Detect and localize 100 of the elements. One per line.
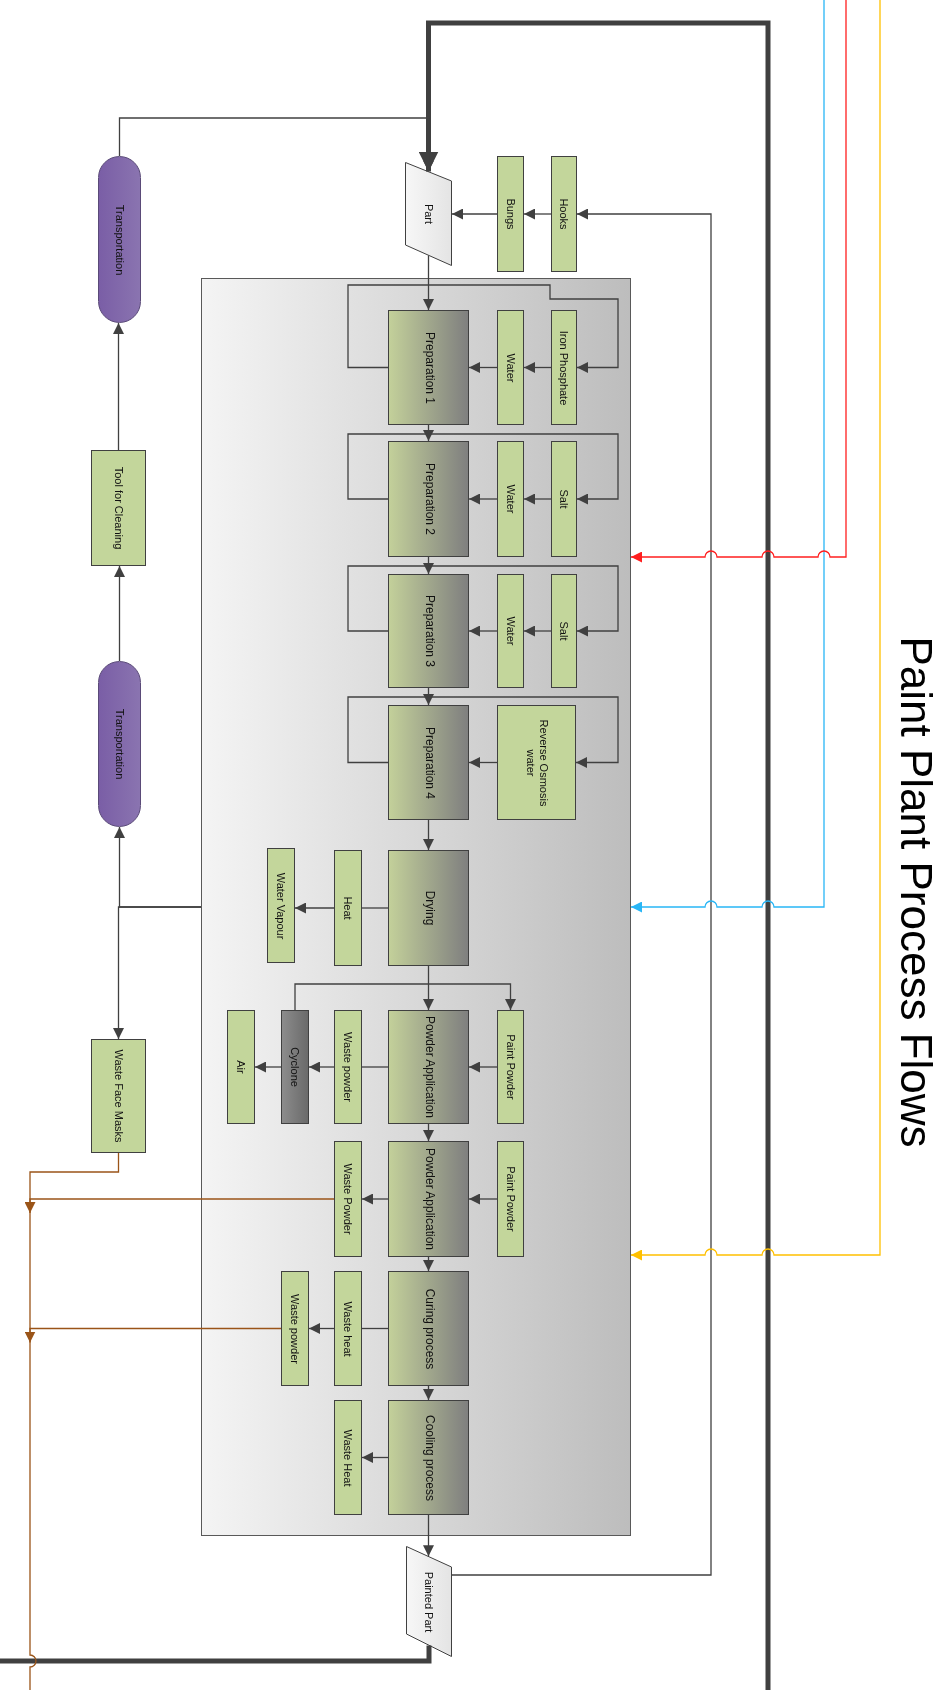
arrow — [423, 1256, 434, 1272]
connector-line — [0, 1645, 432, 1664]
node-label: Tool for Cleaning — [112, 465, 125, 552]
arrow — [294, 902, 335, 914]
arrow — [118, 117, 434, 173]
input-box — [334, 1400, 362, 1515]
node-label: Water — [504, 352, 517, 385]
node-label: Waste Heat — [341, 1427, 355, 1489]
arrow — [113, 906, 202, 1040]
arrow — [294, 983, 516, 1011]
input-box — [551, 441, 577, 557]
arrow — [630, 0, 881, 1261]
node-label: Reverse Osmosis water — [523, 718, 550, 808]
node-label: Iron Phosphate — [557, 329, 571, 407]
arrow — [523, 362, 552, 373]
input-box — [497, 574, 524, 688]
node-label: Cyclone — [288, 1046, 302, 1089]
node-label: Preparation 1 — [421, 330, 436, 406]
arrow — [523, 493, 552, 505]
node-label: Hooks — [557, 197, 571, 232]
arrow — [347, 284, 619, 373]
input-box — [497, 156, 524, 272]
process-box — [388, 1271, 469, 1386]
input-box — [91, 1039, 146, 1153]
arrow — [630, 0, 847, 563]
arrow — [468, 362, 498, 373]
arrow — [423, 424, 434, 442]
input-box — [551, 574, 577, 688]
cyclone-box — [281, 1010, 309, 1124]
node-label: Waste powder — [341, 1031, 355, 1104]
node-label: Waste heat — [341, 1299, 355, 1359]
node-label: Cooling process — [421, 1413, 436, 1503]
arrow — [523, 208, 552, 220]
node-label: Transportation — [113, 203, 126, 277]
process-box — [388, 574, 469, 688]
input-box — [227, 1010, 255, 1124]
node-label: Salt — [557, 488, 571, 511]
node-label: Waste Powder — [341, 1162, 355, 1237]
process-area-panel — [201, 278, 631, 1536]
node-label: Painted Part — [422, 1570, 436, 1635]
arrow — [418, 20, 771, 1690]
input-box — [281, 1271, 309, 1386]
input-box — [551, 310, 577, 425]
node-label: Waste Face Masks — [112, 1048, 125, 1145]
node-label: Transportation — [113, 707, 126, 782]
arrow — [308, 1323, 335, 1334]
arrow — [347, 565, 619, 637]
arrow — [451, 208, 712, 1576]
arrow — [468, 493, 498, 505]
node-label: Preparation 2 — [421, 461, 436, 537]
input-box — [334, 1141, 362, 1257]
input-box — [497, 441, 524, 557]
node-label: Waste powder — [288, 1292, 302, 1366]
node-label: Bungs — [504, 197, 517, 232]
process-box — [388, 310, 469, 425]
connector-line — [361, 1327, 389, 1330]
arrow — [423, 819, 434, 851]
arrow — [114, 565, 125, 662]
node-label: Powder Application — [421, 1146, 436, 1252]
node-label: Water Vapour — [274, 871, 288, 942]
process-box — [388, 441, 469, 557]
node-label: Water — [504, 483, 517, 516]
process-box — [388, 850, 469, 966]
node-label: Powder Application — [421, 1015, 436, 1119]
input-box — [497, 1141, 524, 1257]
node-label: Preparation 3 — [421, 593, 436, 669]
input-box — [334, 850, 362, 966]
arrow — [347, 696, 619, 768]
arrow — [254, 1061, 282, 1073]
arrow — [361, 1452, 389, 1463]
arrow — [423, 1123, 434, 1142]
process-box — [388, 1400, 469, 1515]
transport-pill — [98, 661, 141, 827]
arrow — [423, 254, 434, 311]
node-label: Preparation 4 — [421, 725, 436, 801]
input-box — [91, 450, 146, 566]
node-label: Curing process — [421, 1287, 436, 1371]
node-label: Salt — [557, 620, 571, 643]
diagram-title: Paint Plant Process Flows — [891, 636, 941, 1148]
node-label: Heat — [341, 895, 355, 922]
arrow — [361, 1193, 389, 1205]
arrow — [347, 433, 619, 505]
arrow — [113, 322, 124, 451]
arrow — [308, 1061, 335, 1073]
arrow — [468, 625, 498, 637]
input-box — [551, 156, 577, 272]
arrow — [468, 1061, 498, 1073]
process-box — [388, 1010, 469, 1124]
input-box — [334, 1271, 362, 1386]
input-box — [334, 1010, 362, 1124]
process-box — [388, 1141, 469, 1257]
process-box — [388, 705, 469, 820]
node-label: Air — [234, 1059, 248, 1076]
arrow — [24, 1327, 282, 1344]
arrow — [423, 965, 434, 1011]
input-box — [497, 1010, 524, 1124]
input-box — [497, 705, 576, 820]
connector-line — [361, 907, 389, 909]
arrow — [423, 1385, 434, 1401]
arrow — [468, 757, 498, 768]
